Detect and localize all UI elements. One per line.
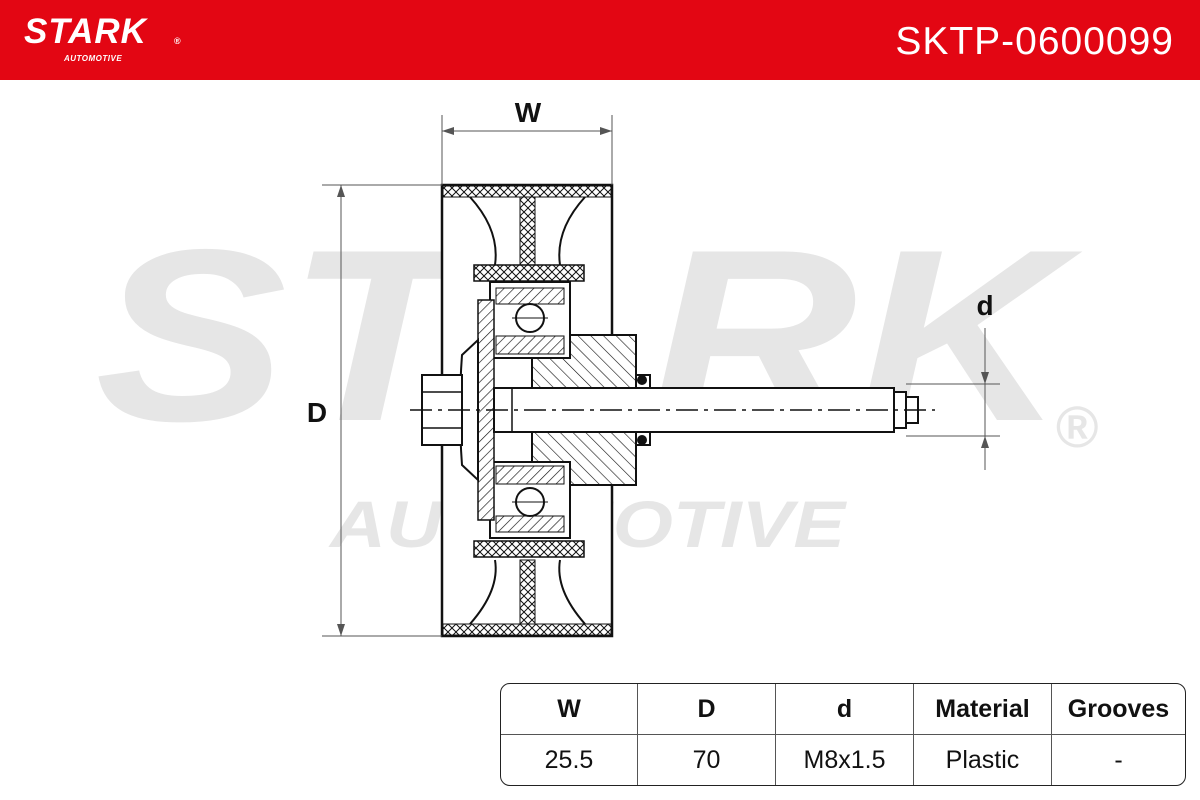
- spec-header-grooves: Grooves: [1052, 684, 1185, 735]
- bearing-upper: [489, 281, 571, 359]
- spec-table: W D d Material Grooves 25.5 70 M8x1.5 Pl…: [500, 683, 1186, 786]
- watermark-registered-mark: ®: [1055, 395, 1098, 460]
- logo-wordmark: STARK: [24, 12, 147, 51]
- spec-table-value-row: 25.5 70 M8x1.5 Plastic -: [501, 735, 1185, 785]
- spec-value-w: 25.5: [501, 735, 638, 785]
- spec-header-material: Material: [914, 684, 1052, 735]
- logo-registered-mark: ®: [174, 36, 181, 46]
- spec-table-header-row: W D d Material Grooves: [501, 684, 1185, 735]
- spec-value-bolt-d: M8x1.5: [776, 735, 914, 785]
- dimension-d-bolt: d: [906, 290, 1000, 470]
- spec-value-d: 70: [638, 735, 776, 785]
- stark-logo: STARK ® AUTOMOTIVE: [24, 12, 181, 64]
- bearing-lower: [489, 461, 571, 539]
- dimension-w: W: [441, 97, 613, 185]
- logo-subtitle: AUTOMOTIVE: [64, 54, 123, 63]
- bolt: [410, 374, 935, 446]
- pulley-technical-drawing: STARK AUTOMOTIVE ®: [95, 97, 1098, 638]
- spec-value-material: Plastic: [914, 735, 1052, 785]
- dimension-d-outer: D: [307, 184, 442, 637]
- dimension-w-label: W: [515, 97, 542, 128]
- part-number: SKTP-0600099: [895, 20, 1174, 63]
- dimension-d-outer-label: D: [307, 397, 327, 428]
- header-bar: STARK ® AUTOMOTIVE SKTP-0600099: [0, 0, 1200, 80]
- spec-value-grooves: -: [1114, 745, 1123, 774]
- spec-header-bolt-d: d: [776, 684, 914, 735]
- dimension-d-bolt-label: d: [976, 290, 993, 321]
- spec-header-w: W: [501, 684, 638, 735]
- spec-header-d: D: [638, 684, 776, 735]
